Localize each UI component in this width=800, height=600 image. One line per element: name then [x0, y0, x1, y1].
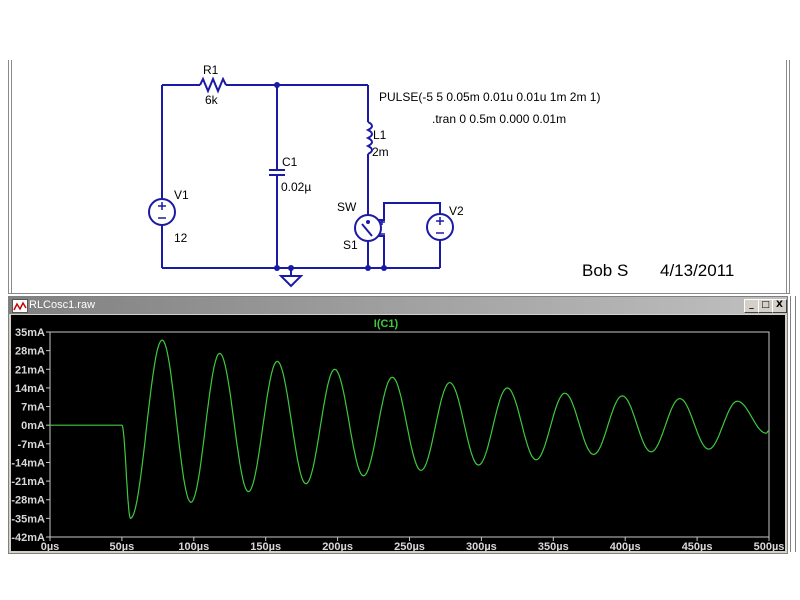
c1-label: C1: [282, 155, 298, 169]
waveform-titlebar[interactable]: RLCosc1.raw _ □ X: [9, 297, 787, 314]
maximize-button[interactable]: □: [758, 299, 773, 313]
v1-label: V1: [174, 188, 189, 202]
close-button[interactable]: X: [772, 299, 787, 313]
y-tick-label: 35mA: [15, 327, 45, 339]
window-border-right: [786, 60, 787, 294]
x-tick-label: 450µs: [682, 541, 713, 551]
window-border-left-inner: [11, 60, 12, 294]
x-tick-label: 300µs: [466, 541, 497, 551]
window-title: RLCosc1.raw: [29, 299, 96, 311]
x-tick-label: 0µs: [41, 541, 60, 551]
x-tick-label: 350µs: [538, 541, 569, 551]
junction-dot: [274, 265, 280, 271]
x-tick-label: 400µs: [610, 541, 641, 551]
date-label: 4/13/2011: [660, 261, 734, 280]
y-tick-label: -28mA: [11, 495, 45, 507]
schematic-canvas[interactable]: R1 6k C1 0.02µ L1 2m V1 12 V2 SW S1 PULS…: [0, 0, 800, 294]
y-tick-label: 21mA: [15, 364, 45, 376]
l1-value: 2m: [372, 145, 389, 159]
ground-icon: [278, 275, 304, 288]
x-tick-label: 200µs: [322, 541, 353, 551]
window-border-bottom: [8, 293, 790, 294]
junction-dot: [381, 265, 387, 271]
switch-contact: [366, 220, 370, 224]
waveform-plot[interactable]: I(C1) 35mA 28mA 21mA 14mA 7mA 0mA -7mA -14mA -21…: [11, 315, 785, 553]
y-tick-label: 14mA: [15, 383, 45, 395]
window-border-left: [8, 60, 9, 294]
x-tick-label: 500µs: [754, 541, 785, 551]
window-border-right-inner: [789, 60, 790, 294]
plot-frame: [49, 331, 770, 538]
author-label: Bob S: [582, 261, 628, 280]
schematic-window: R1 6k C1 0.02µ L1 2m V1 12 V2 SW S1 PULS…: [0, 0, 800, 294]
plot-area[interactable]: I(C1) 35mA 28mA 21mA 14mA 7mA 0mA -7mA -14mA -21…: [11, 315, 785, 553]
tran-directive[interactable]: .tran 0 0.5m 0.000 0.01m: [432, 112, 566, 126]
r1-value: 6k: [205, 93, 219, 107]
minimize-button[interactable]: _: [744, 299, 759, 313]
y-tick-label: 7mA: [21, 402, 45, 414]
v2-label: V2: [449, 204, 464, 218]
window-border-right: [790, 296, 796, 552]
l1-label: L1: [373, 128, 387, 142]
waveform-icon: [12, 299, 28, 313]
y-tick-label: -7mA: [17, 439, 45, 451]
y-tick-label: -14mA: [11, 457, 45, 469]
x-tick-label: 150µs: [250, 541, 281, 551]
y-tick-label: -42mA: [11, 532, 45, 544]
wire: [378, 235, 385, 268]
x-tick-label: 250µs: [394, 541, 425, 551]
junction-dot: [274, 82, 280, 88]
trace-legend[interactable]: I(C1): [374, 318, 399, 330]
y-tick-label: -21mA: [11, 476, 45, 488]
junction-dot: [288, 265, 294, 271]
pulse-directive[interactable]: PULSE(-5 5 0.05m 0.01u 0.01u 1m 2m 1): [379, 90, 600, 104]
x-tick-label: 100µs: [178, 541, 209, 551]
junction-dot: [365, 265, 371, 271]
trace-i-c1[interactable]: [50, 339, 770, 520]
switch-s1-blade: [361, 223, 373, 237]
y-tick-label: 28mA: [15, 346, 45, 358]
s1-model: SW: [337, 200, 357, 214]
y-tick-label: -35mA: [11, 513, 45, 525]
resistor-r1[interactable]: [199, 76, 227, 94]
r1-label: R1: [203, 63, 219, 77]
c1-value: 0.02µ: [281, 180, 311, 194]
v1-value: 12: [174, 231, 188, 245]
y-tick-label: 0mA: [21, 420, 45, 432]
switch-s1[interactable]: [354, 214, 382, 242]
s1-label: S1: [343, 238, 358, 252]
x-tick-label: 50µs: [110, 541, 135, 551]
waveform-window: RLCosc1.raw _ □ X I(C1) 35mA 28mA 21mA 14mA…: [8, 296, 788, 554]
inductor-l1[interactable]: [365, 121, 373, 155]
